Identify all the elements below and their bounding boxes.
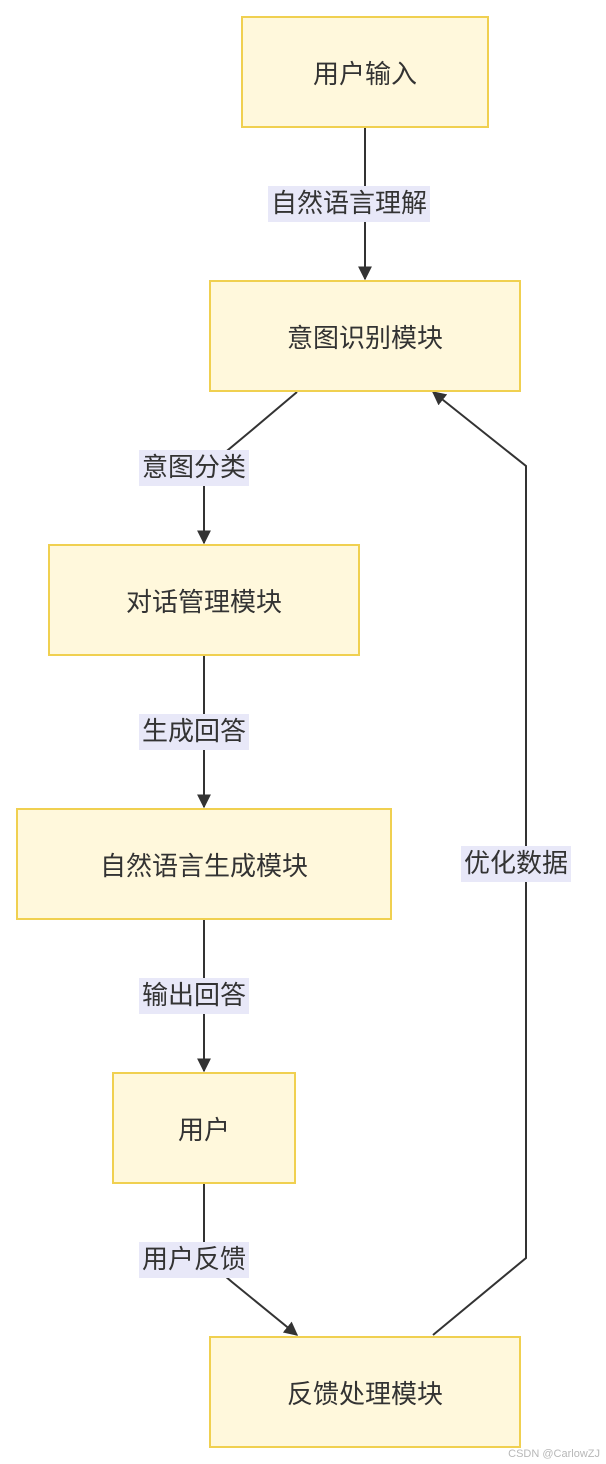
node-intent-recognition-label: 意图识别模块	[286, 323, 443, 354]
edge-label-optimize-data: 优化数据	[461, 846, 572, 882]
node-feedback-processing-label: 反馈处理模块	[286, 1379, 443, 1410]
edge-label-user-feedback: 用户反馈	[139, 1242, 250, 1278]
node-user-input: 用户输入	[241, 16, 489, 128]
node-feedback-processing: 反馈处理模块	[209, 1336, 521, 1448]
node-user-input-label: 用户输入	[312, 59, 417, 90]
node-nlg-label: 自然语言生成模块	[99, 851, 308, 882]
node-user: 用户	[112, 1072, 296, 1184]
watermark: CSDN @CarlowZJ	[508, 1448, 600, 1460]
node-nlg: 自然语言生成模块	[16, 808, 392, 920]
edge-label-intent-classify: 意图分类	[139, 450, 250, 486]
node-dialog-management-label: 对话管理模块	[125, 587, 282, 618]
node-dialog-management: 对话管理模块	[48, 544, 360, 656]
node-intent-recognition: 意图识别模块	[209, 280, 521, 392]
edge-label-nlu: 自然语言理解	[268, 186, 431, 222]
edge-label-output-answer: 输出回答	[139, 978, 250, 1014]
node-user-label: 用户	[177, 1115, 230, 1146]
edge-label-generate-answer: 生成回答	[139, 714, 250, 750]
